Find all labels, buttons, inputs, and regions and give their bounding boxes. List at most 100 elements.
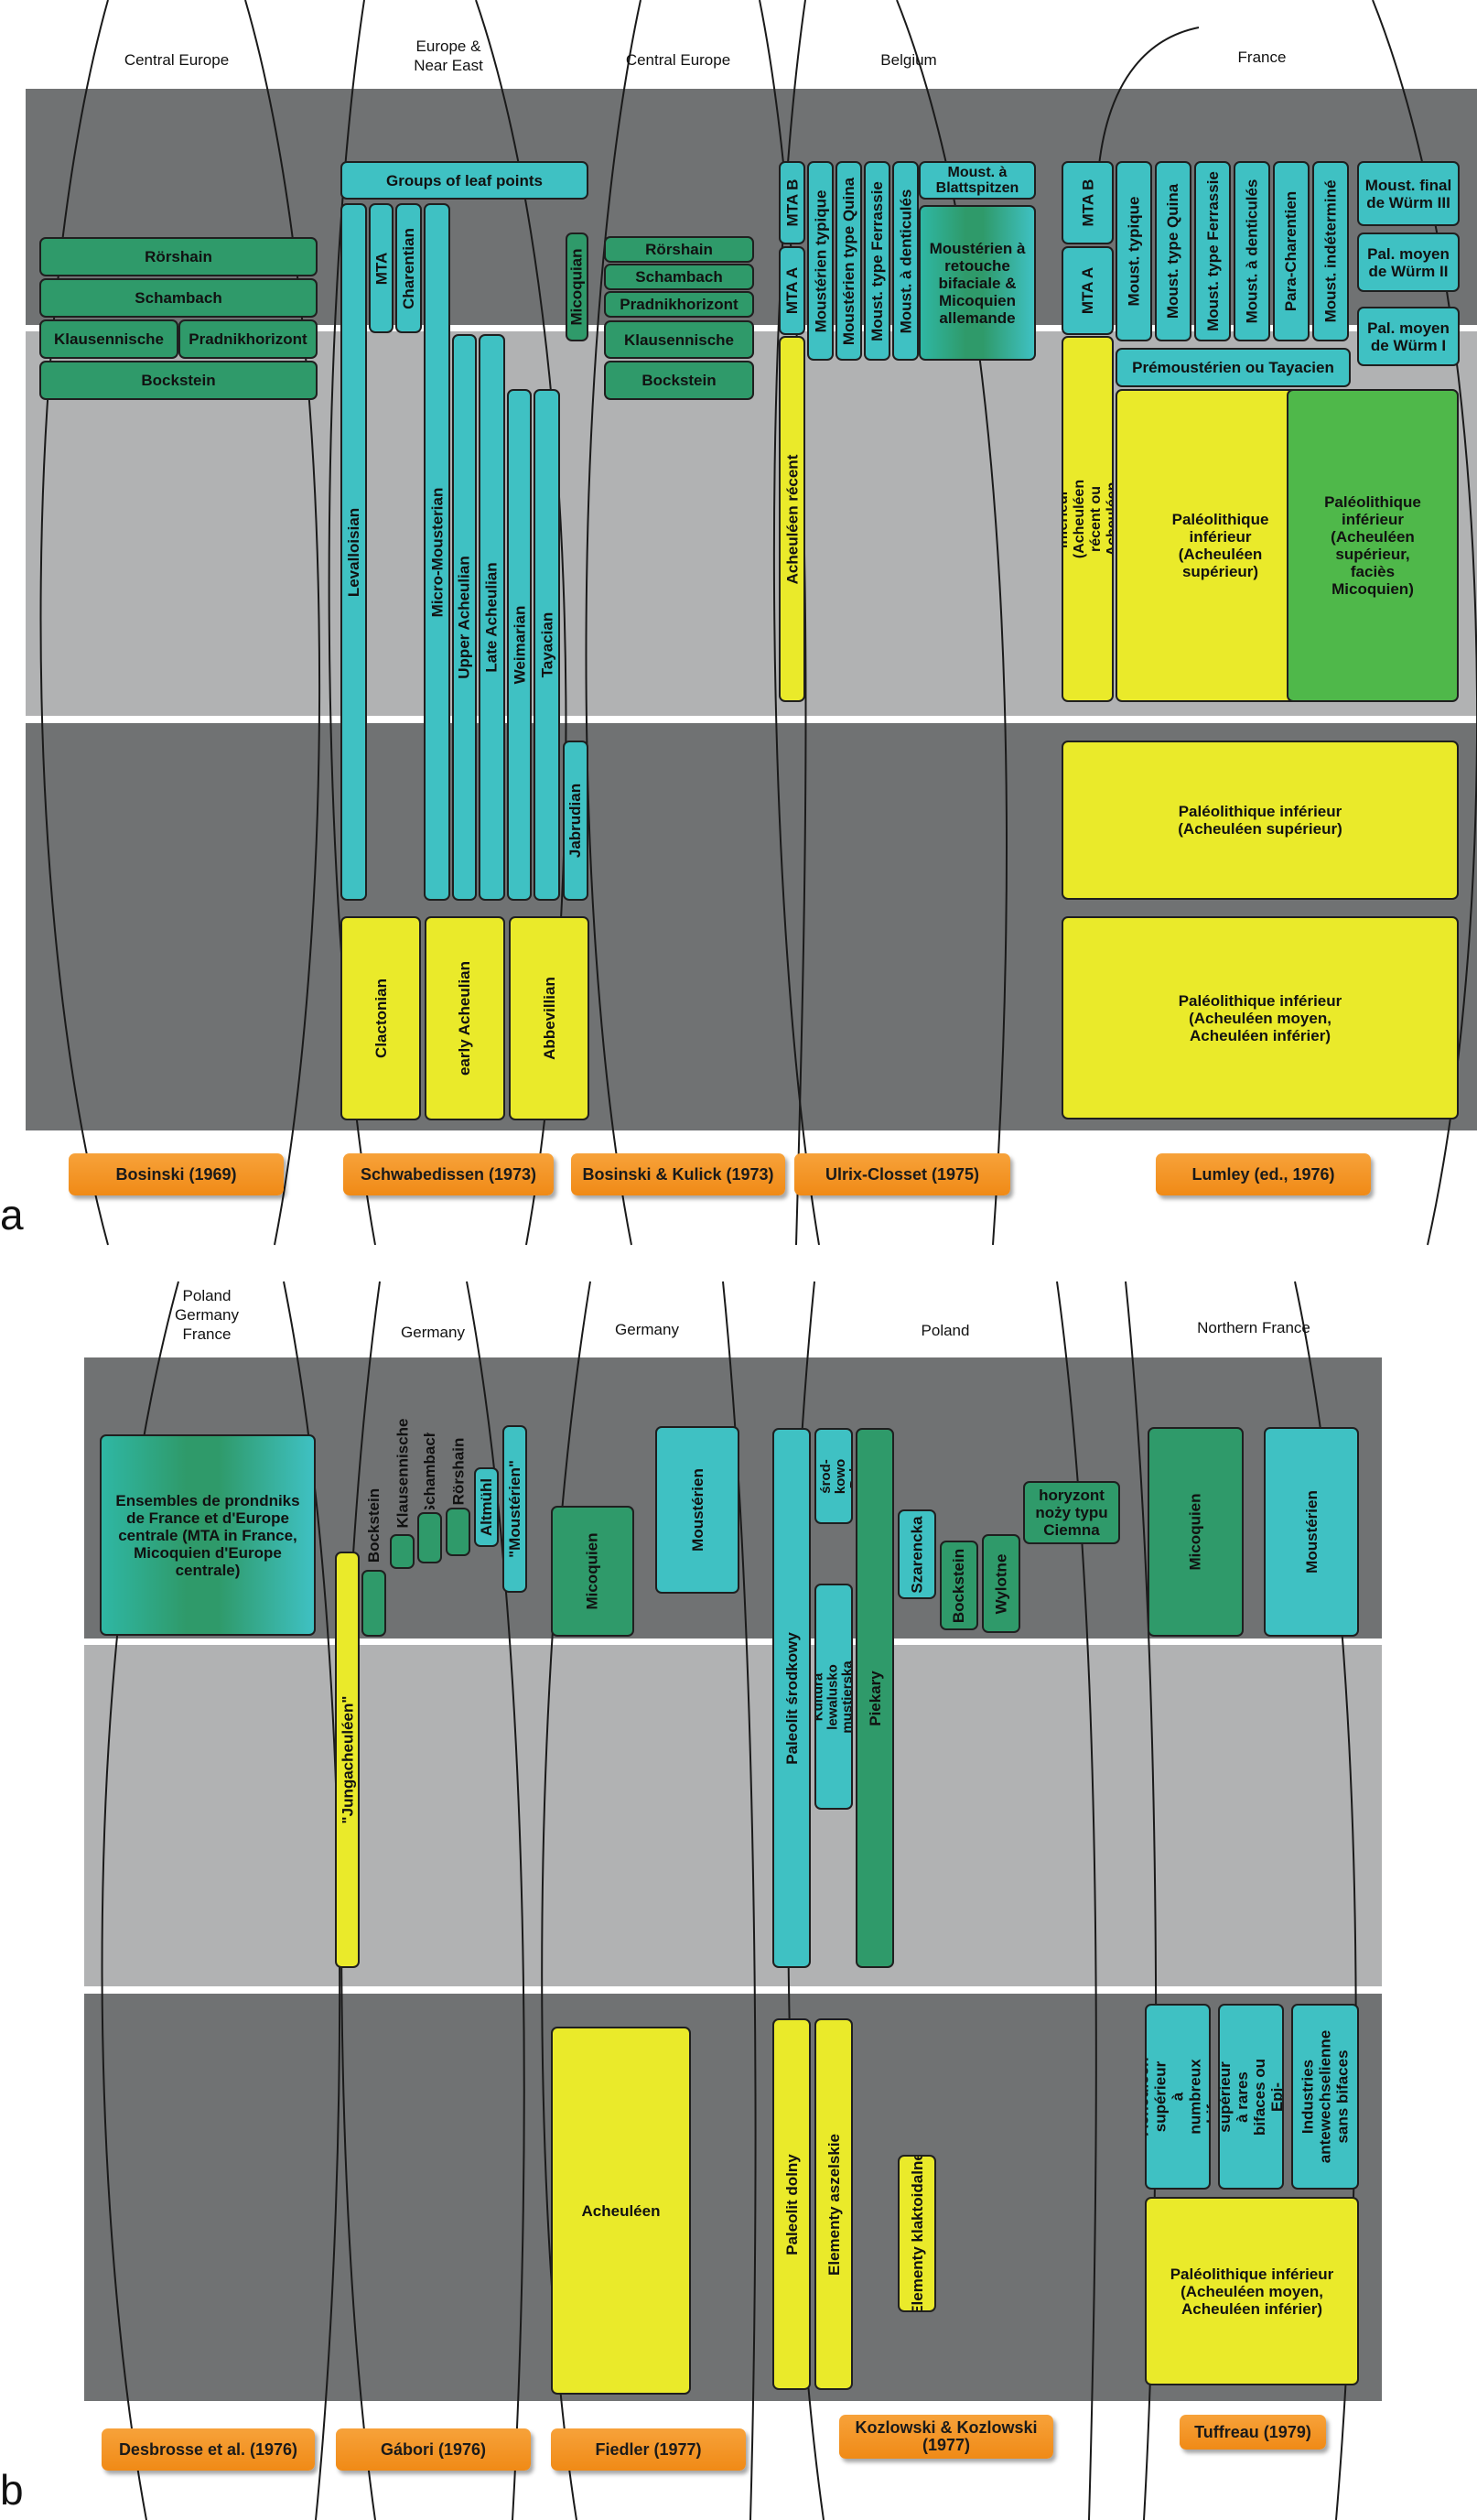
panel-letter-a: a (0, 1191, 24, 1238)
box-klausennische-b (390, 1534, 415, 1569)
box-rorshain-b-label: Rörshain (449, 1437, 467, 1506)
panel-letter-b: b (0, 2466, 24, 2514)
box-weimarian: Weimarian (507, 389, 532, 901)
box-elementy-klaktoidalne: Elementy klaktoidalne (898, 2155, 936, 2312)
box-tayacian: Tayacian (534, 389, 560, 901)
author-tag-desbrosse-1976: Desbrosse et al. (1976) (102, 2428, 315, 2471)
box-schambach-2: Schambach (604, 264, 754, 290)
box-paleolit-srodkowy: Paleolit środkowy (772, 1428, 811, 1968)
box-industries-antewechselienne: Industries antewechselienne sans bifaces (1291, 2004, 1359, 2190)
box-mousterien-nf: Moustérien (1264, 1427, 1359, 1637)
box-paleolithique-inferieur-nf: Paléolithique inférieur (Acheuléen moyen… (1145, 2197, 1359, 2385)
box-ensembles-de-prondniks: Ensembles de prondniks de France et d'Eu… (100, 1434, 316, 1636)
box-abbevillian: Abbevillian (509, 916, 589, 1120)
box-schambach-b-label: Schambach (421, 1433, 438, 1509)
box-para-charentien: Para-Charentien (1273, 161, 1310, 341)
box-moust-a-blattspitzen: Moust. à Blattspitzen (919, 161, 1036, 200)
box-levalloisian: Levalloisian (340, 203, 367, 901)
box-mousterien-quoted: "Moustérien" (502, 1425, 527, 1593)
box-paleolit-dolny: Paleolit dolny (772, 2018, 811, 2390)
box-moust-a-denticules-fr: Moust. à denticulés (1234, 161, 1270, 341)
panel-a-region-2: Europe & Near East (414, 38, 483, 74)
box-pal-moyen-wurm-ii: Pal. moyen de Würm II (1357, 233, 1460, 292)
box-mta-b-fr: MTA B (1062, 161, 1114, 244)
box-bockstein: Bockstein (39, 361, 318, 400)
panel-b-divider (84, 1989, 1382, 1991)
box-altmuhl: Altmühl (474, 1467, 499, 1547)
box-moust-typique: Moust. typique (1116, 161, 1152, 341)
panel-a-region-4: Belgium (880, 51, 937, 69)
panel-b-band-middle (84, 1645, 1382, 1986)
box-acheuleen-b: Acheuléen (551, 2027, 691, 2395)
box-pradnikhorizont-2: Pradnikhorizont (604, 291, 754, 318)
box-horyzont-nozy: horyzont noży typu Ciemna (1023, 1481, 1120, 1544)
box-moust-a-denticules: Moust. à denticulés (892, 161, 919, 361)
box-acheuleen-recent: Acheuléen récent (779, 336, 805, 702)
box-moust-type-ferrassie-fr: Moust. type Ferrassie (1194, 161, 1231, 341)
panel-a-divider (26, 719, 1477, 720)
author-tag-kozlowski-1977: Kozlowski & Kozlowski (1977) (839, 2415, 1053, 2459)
box-early-acheulian: early Acheulian (425, 916, 505, 1120)
box-rorshain-2: Rörshain (604, 236, 754, 263)
box-moust-final-wurm-iii: Moust. final de Würm III (1357, 161, 1460, 226)
box-jungacheuleen: "Jungacheuléen" (335, 1552, 360, 1968)
box-micoquian: Micoquian (566, 233, 588, 341)
box-elementy-aszelskie: Elementy aszelskie (814, 2018, 853, 2390)
box-schambach: Schambach (39, 278, 318, 318)
box-paleolithique-inferieur-micoquien: Paléolithique inférieur (Acheuléen supér… (1287, 389, 1459, 702)
box-mousterien-typique: Moustérien typique (807, 161, 834, 361)
author-tag-bosinski-1969: Bosinski (1969) (69, 1153, 284, 1195)
box-rorshain-b (446, 1508, 470, 1556)
box-paleolithique-inferieur-recent: Paléolithique inférieur (Acheuléen récen… (1062, 336, 1114, 702)
box-klausennische-b-label: Klausennische (394, 1418, 411, 1528)
box-mta: MTA (369, 203, 394, 333)
box-upper-acheulian: Upper Acheulian (452, 334, 477, 901)
box-moust-indetermine: Moust. indéterminé (1312, 161, 1349, 341)
box-piekary: Piekary (856, 1428, 894, 1968)
box-mousterien-b: Moustérien (655, 1426, 739, 1594)
box-kultura-lewalusko-mustierska: Kultura lewalusko mustierska (814, 1584, 853, 1810)
panel-b-divider (84, 1640, 1382, 1642)
box-late-acheulian: Late Acheulian (479, 334, 505, 901)
panel-b-region-5: Northern France (1197, 1319, 1310, 1336)
box-mta-a: MTA A (779, 246, 805, 335)
box-micoquien-b: Micoquien (551, 1506, 634, 1637)
author-tag-lumley-1976: Lumley (ed., 1976) (1156, 1153, 1371, 1195)
box-pradnikhorizont: Pradnikhorizont (178, 319, 318, 359)
box-charentian: Charentian (395, 203, 422, 333)
author-tag-tuffreau-1979: Tuffreau (1979) (1180, 2415, 1326, 2450)
box-moust-type-ferrassie: Moust. type Ferrassie (864, 161, 890, 361)
panel-b-region-4: Poland (921, 1322, 970, 1339)
box-micoquien-nf: Micoquien (1148, 1427, 1244, 1637)
box-moust-type-quina: Moust. type Quina (1155, 161, 1191, 341)
panel-a-region-1: Central Europe (124, 51, 230, 69)
box-bockstein-2: Bockstein (604, 361, 754, 400)
box-wylotne: Wylotne (982, 1534, 1020, 1633)
author-tag-schwabedissen-1973: Schwabedissen (1973) (343, 1153, 554, 1195)
box-szarencka: Szarencka (898, 1509, 936, 1599)
box-micro-mousterian: Micro-Mousterian (424, 203, 450, 901)
panel-b-region-3: Germany (615, 1321, 679, 1338)
box-rorshain: Rörshain (39, 237, 318, 276)
box-bockstein-b (361, 1570, 386, 1637)
box-premousterien-ou-tayacien: Prémoustérien ou Tayacien (1116, 348, 1351, 387)
box-groups-of-leaf-points: Groups of leaf points (340, 161, 588, 200)
panel-a-region-5: France (1237, 49, 1287, 66)
box-bockstein-pl: Bockstein (940, 1541, 978, 1630)
box-mta-b: MTA B (779, 161, 805, 244)
box-paleolithique-inferieur-moyen: Paléolithique inférieur (Acheuléen moyen… (1062, 916, 1459, 1119)
author-tag-fiedler-1977: Fiedler (1977) (551, 2428, 746, 2471)
panel-a-region-3: Central Europe (625, 51, 731, 69)
box-acheuleen-sup-rares: Acheuléen supérieur à rares bifaces ou E… (1218, 2004, 1284, 2190)
box-kult-srodkowo-pal: Kult. środ-kowo Pal. (814, 1428, 853, 1524)
author-tag-bosinski-kulick-1973: Bosinski & Kulick (1973) (571, 1153, 785, 1195)
author-tag-gabori-1976: Gábori (1976) (336, 2428, 531, 2471)
box-schambach-b (417, 1512, 442, 1563)
box-paleolithique-inferieur-superieur-wide: Paléolithique inférieur (Acheuléen supér… (1062, 741, 1459, 900)
box-jabrudian: Jabrudian (563, 741, 588, 901)
box-mta-a-fr: MTA A (1062, 246, 1114, 335)
box-bockstein-b-label: Bockstein (365, 1487, 383, 1563)
panel-b-region-1: Poland Germany France (175, 1287, 239, 1343)
box-acheuleen-sup-numbreux: Acheuléen supérieur à numbreux bifaces (1145, 2004, 1211, 2190)
